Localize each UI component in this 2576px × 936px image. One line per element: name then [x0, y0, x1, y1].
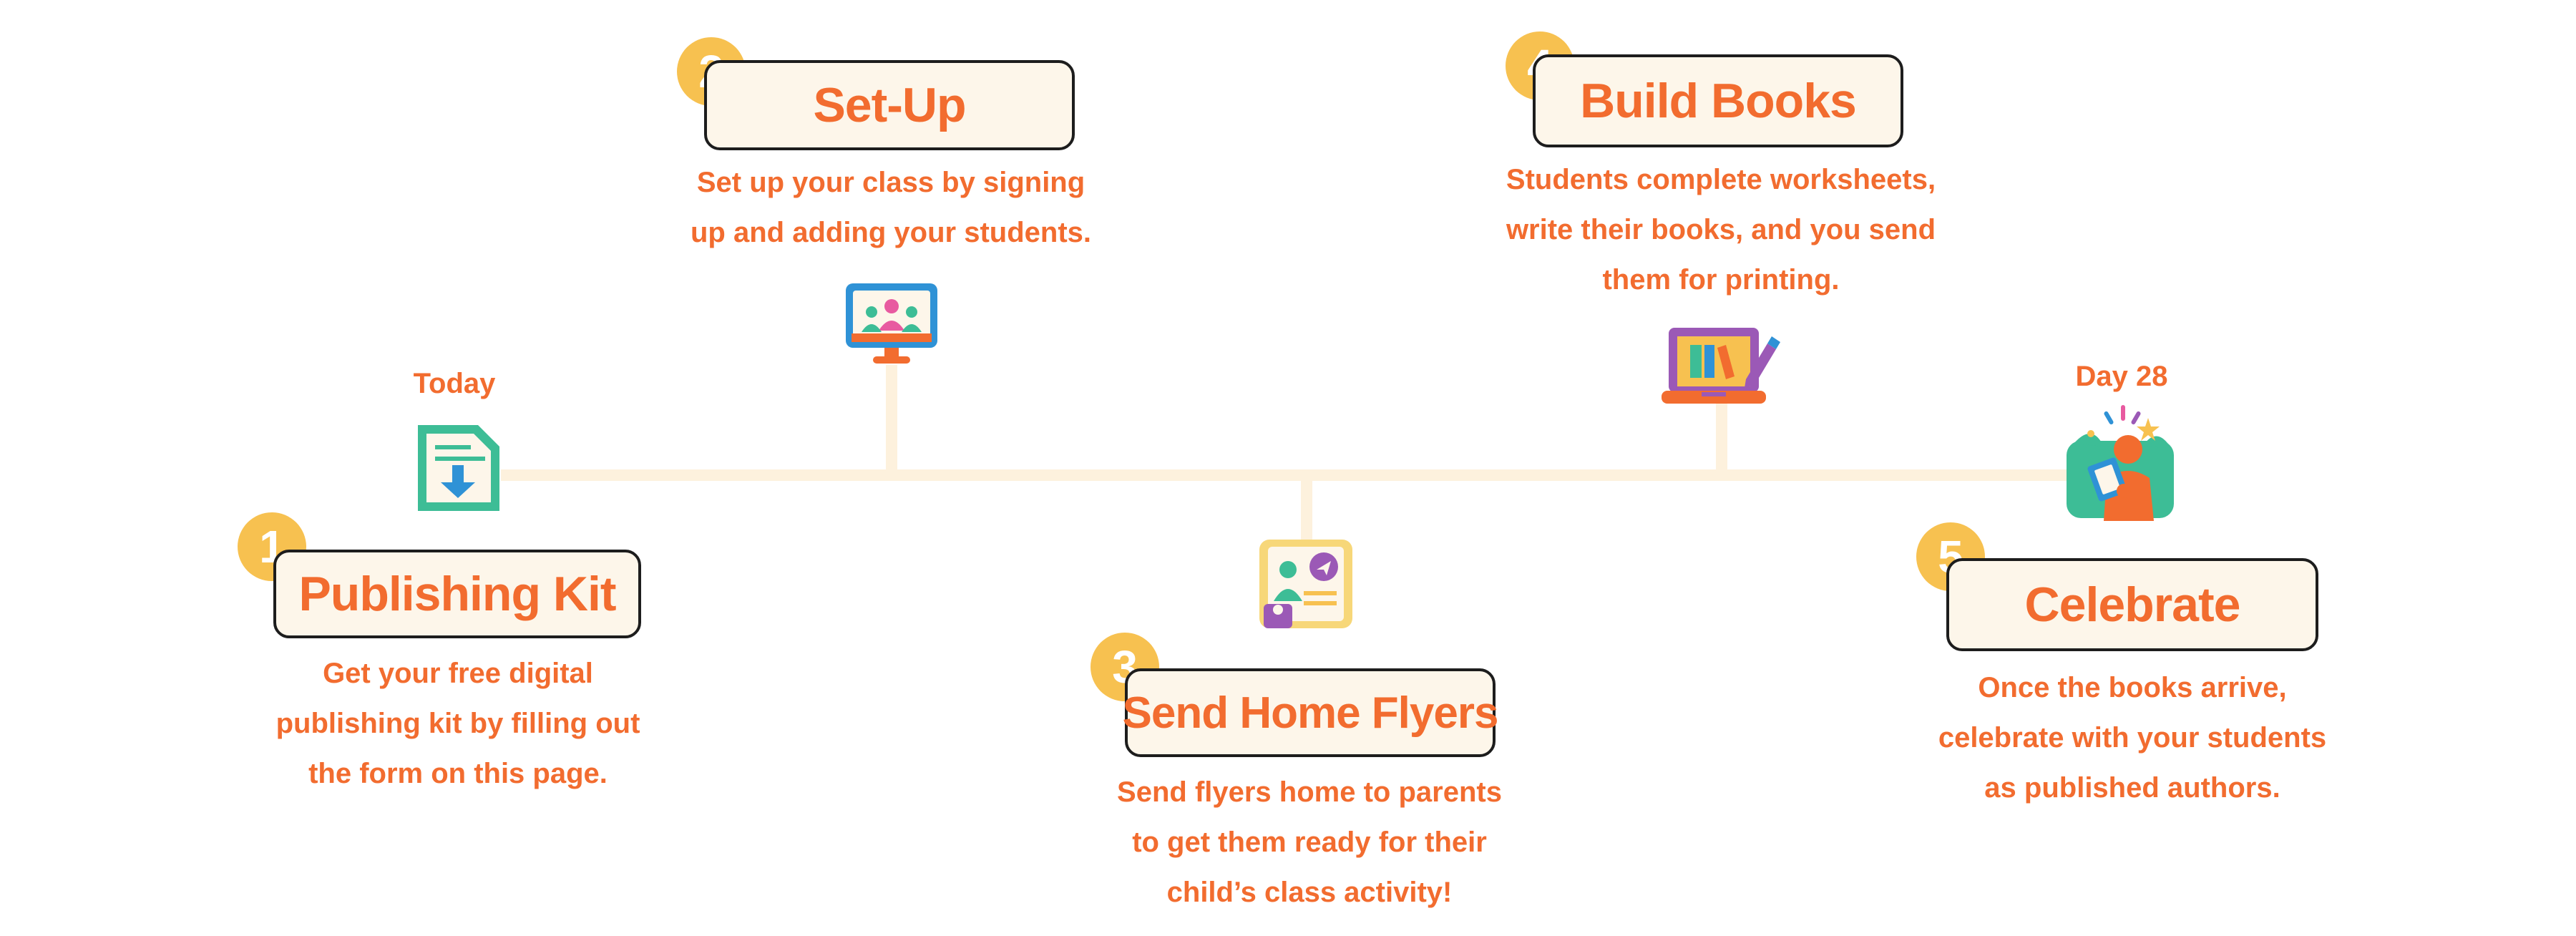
step-5-description-line: as published authors. [1984, 772, 2280, 804]
step-3-description-line: Send flyers home to parents [1117, 776, 1502, 808]
timeline-branch-step-2 [886, 365, 897, 472]
step-5-description-line: Once the books arrive, [1978, 672, 2287, 703]
start-marker-label: Today [413, 368, 496, 399]
step-1-title: Publishing Kit [298, 567, 616, 621]
step-4-title: Build Books [1580, 74, 1857, 128]
step-3-description-line: child’s class activity! [1166, 877, 1453, 908]
step-5-title-box: Celebrate [1946, 558, 2318, 651]
step-2-description-line: Set up your class by signing [696, 167, 1085, 198]
step-4-description-line: them for printing. [1602, 264, 1840, 296]
step-2-description-line: up and adding your students. [691, 217, 1091, 248]
celebrating-author-icon [2064, 405, 2181, 522]
step-1-description-line: Get your free digital [323, 658, 593, 689]
step-3-description: Send flyers home to parents to get them … [1102, 767, 1517, 917]
timeline-branch-step-4 [1716, 401, 1727, 472]
step-4-description-line: Students complete worksheets, [1506, 164, 1936, 195]
download-document-icon [411, 421, 505, 517]
step-3-description-line: to get them ready for their [1132, 827, 1487, 858]
step-1-description: Get your free digital publishing kit by … [272, 648, 644, 799]
step-5-description-line: celebrate with your students [1938, 722, 2327, 754]
step-1-number-badge: 1 [238, 512, 306, 581]
step-5-description: Once the books arrive, celebrate with yo… [1918, 663, 2347, 813]
end-marker-label: Day 28 [2075, 361, 2168, 392]
step-2-description: Set up your class by signing up and addi… [687, 157, 1095, 258]
step-4-description-line: write their books, and you send [1506, 214, 1936, 245]
step-4-description: Students complete worksheets, write thei… [1481, 155, 1961, 305]
step-1-title-box: Publishing Kit [273, 550, 641, 638]
step-2-title: Set-Up [813, 78, 966, 132]
step-2-title-box: Set-Up [704, 60, 1075, 150]
step-3-title: Send Home Flyers [1122, 688, 1499, 738]
laptop-book-icon [1662, 323, 1780, 408]
step-4-title-box: Build Books [1533, 54, 1903, 147]
classroom-monitor-icon [843, 281, 940, 368]
flyer-send-icon [1254, 535, 1358, 631]
step-1-description-line: publishing kit by filling out [275, 708, 640, 739]
step-5-title: Celebrate [2024, 577, 2241, 632]
timeline-main-line [501, 469, 2089, 481]
step-3-title-box: Send Home Flyers [1122, 668, 1499, 757]
timeline-branch-step-3 [1301, 475, 1312, 540]
step-1-description-line: the form on this page. [308, 758, 608, 789]
